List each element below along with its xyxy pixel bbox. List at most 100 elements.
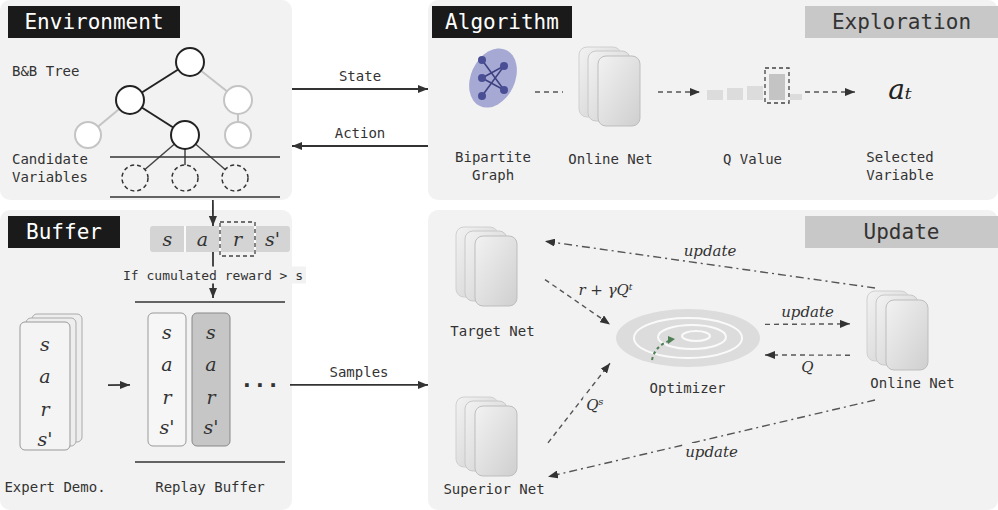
tuple-symbol: r (20, 397, 70, 421)
edge-label: State (336, 67, 384, 85)
drawing-line (135, 301, 285, 303)
drawing-rect (432, 6, 572, 38)
node-label: Bipartite Graph (451, 148, 535, 184)
optimizer: Optimizer (610, 305, 765, 402)
net-icons (456, 47, 928, 476)
drawing-use (456, 227, 517, 306)
drawing-circle (222, 165, 248, 191)
tuple-symbol: a (20, 364, 70, 388)
tuple-symbol: a (185, 227, 220, 251)
drawing-rect (0, 0, 292, 200)
drawing-line (135, 461, 285, 463)
drawing-use (867, 291, 928, 370)
tuple-symbol: s' (255, 227, 290, 251)
drawing-ellipse (634, 318, 742, 358)
drawing-rect (790, 94, 802, 100)
drawing-circle (176, 48, 204, 76)
transition-tuple: sars' (150, 226, 290, 252)
expert-demo: sars'Expert Demo. (2, 310, 108, 505)
panel: Buffersars'sars'Expert Demo.sars'sars'··… (0, 210, 292, 510)
drawing-rect (707, 90, 723, 100)
tuple-symbol: r (220, 227, 255, 251)
drawing-circle (478, 74, 486, 82)
node-label: Online Net (850, 374, 975, 392)
flow-arrow (765, 323, 850, 325)
panel-title: Algorithm (432, 6, 572, 38)
edge-label: update (778, 303, 837, 321)
drawing-rect (805, 6, 998, 38)
q-bars (707, 68, 802, 103)
panel-title: Environment (8, 6, 180, 38)
drawing-use (456, 397, 517, 476)
drawing-line (110, 156, 280, 158)
drawing-ellipse (658, 325, 726, 349)
node-label: Q Value (700, 150, 805, 168)
drawing-ellipse (616, 309, 760, 367)
node-label: Optimizer (610, 379, 765, 397)
graph-icon: Bipartite Graph (451, 40, 535, 190)
drawing-rect (428, 0, 998, 200)
net-icon: Online Net (563, 40, 658, 190)
edge-label: If cumulated reward > s (120, 267, 306, 284)
edge-label: update (682, 443, 741, 461)
bb-tree (75, 48, 280, 197)
drawing-circle (75, 122, 101, 148)
drawing-line (110, 196, 280, 198)
drawing-circle (116, 86, 144, 114)
net-icon: Target Net (440, 222, 545, 350)
node-label: ··· (238, 374, 282, 398)
optimizer-icon (616, 309, 760, 367)
drawing-rect (765, 68, 789, 103)
flow-arrow (212, 200, 214, 226)
tuple-symbol: s (192, 320, 230, 344)
tuple-symbol: a (148, 352, 186, 376)
flow-arrow (292, 145, 428, 147)
panel-title: Buffer (8, 216, 120, 248)
drawing-circle (500, 86, 508, 94)
node-label: B&B Tree (12, 62, 102, 80)
node-label: Target Net (440, 322, 545, 340)
drawing-rect (220, 222, 255, 256)
drawing-circle (478, 56, 486, 64)
drawing-circle (172, 165, 198, 191)
tuple-symbol: s' (20, 427, 70, 451)
flow-arrow (290, 384, 428, 386)
drawing-circle (500, 62, 508, 70)
tuple-symbol: r (148, 385, 186, 409)
drawing-circle (171, 121, 199, 149)
edge-label: update (681, 242, 740, 260)
drawing-circle (478, 92, 486, 100)
flow-arrow (805, 91, 855, 92)
drawing-ellipse (682, 331, 710, 341)
panel: EnvironmentB&B TreeCandidate Variables (0, 0, 292, 200)
drawing-rect (727, 88, 743, 100)
flow-arrow (108, 384, 130, 386)
tuple-symbol: r (192, 385, 230, 409)
tuple-symbol: s' (192, 415, 230, 439)
drawing-rect (428, 210, 998, 510)
panel-title: Update (805, 216, 998, 248)
drawing-rect (769, 74, 785, 100)
drawing-circle (225, 122, 251, 148)
node-label: Candidate Variables (12, 150, 110, 186)
flow-arrow (765, 354, 850, 356)
panel-title: Exploration (805, 6, 998, 38)
node-label: Replay Buffer (130, 478, 290, 496)
node-label: Expert Demo. (2, 478, 108, 496)
tuple-symbol: s (148, 320, 186, 344)
drawing-path (668, 336, 675, 344)
drawing-rect (805, 216, 998, 248)
drawing-rect (20, 322, 70, 450)
edge-label: r + γQᵗ (575, 281, 635, 299)
selected-action: aₜSelected Variable (855, 40, 945, 190)
drawing-rect (8, 216, 120, 248)
drawing-ellipse (460, 41, 526, 116)
node-label: aₜ (855, 72, 945, 108)
flow-arrow (292, 88, 428, 90)
tuple-symbol: s (150, 227, 185, 251)
flow-arrow (535, 91, 563, 92)
tree-figure: B&B TreeCandidate Variables (8, 50, 290, 198)
